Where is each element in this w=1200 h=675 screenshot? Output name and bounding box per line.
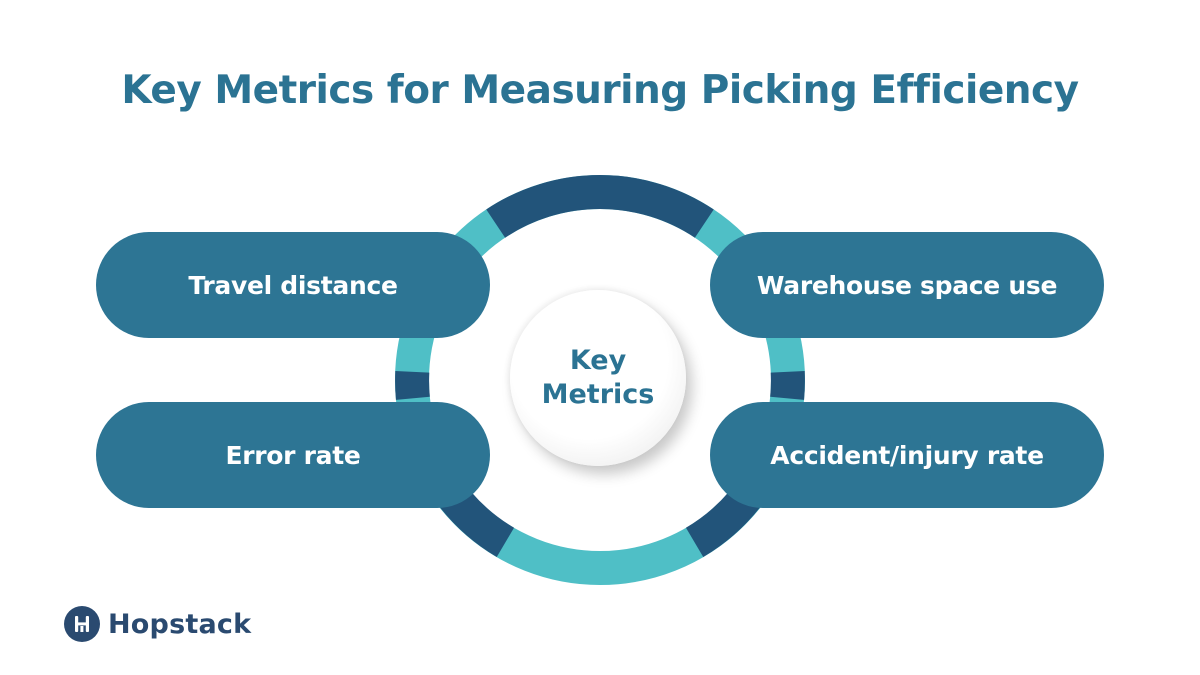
metric-travel-distance: Travel distance <box>96 232 490 338</box>
ring-segment-left <box>395 370 430 400</box>
center-label-line2: Metrics <box>541 379 655 410</box>
center-hub: Key Metrics <box>510 290 686 466</box>
ring-segment-right <box>770 370 805 400</box>
page-title: Key Metrics for Measuring Picking Effici… <box>121 68 1079 113</box>
metric-accident-injury-rate: Accident/injury rate <box>710 402 1104 508</box>
hopstack-logo-icon <box>64 606 100 642</box>
brand-logo: Hopstack <box>64 606 251 642</box>
brand-name: Hopstack <box>108 608 252 640</box>
center-label-line1: Key <box>569 345 627 376</box>
metric-error-rate: Error rate <box>96 402 490 508</box>
metric-warehouse-space-use: Warehouse space use <box>710 232 1104 338</box>
ring-segment-top <box>486 175 714 238</box>
